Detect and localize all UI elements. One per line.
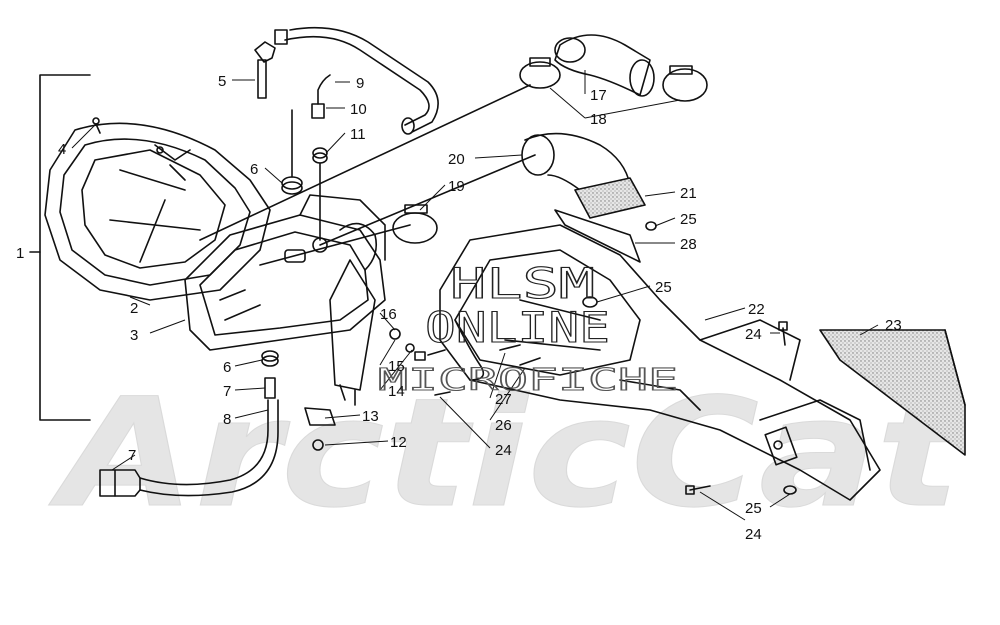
air-silencer-cover bbox=[44, 122, 271, 301]
callout-24b: 24 bbox=[745, 526, 762, 543]
callout-18: 18 bbox=[590, 111, 607, 128]
callout-7b: 7 bbox=[128, 447, 136, 464]
callout-28: 28 bbox=[680, 236, 697, 253]
bolt-14 bbox=[427, 349, 446, 356]
clamp-18a bbox=[519, 57, 561, 89]
washer-25b bbox=[645, 221, 657, 231]
callout-26: 26 bbox=[495, 417, 512, 434]
callout-leaders bbox=[71, 70, 879, 521]
bracket-1 bbox=[39, 74, 91, 421]
cable-16 bbox=[454, 319, 485, 381]
clip-27 bbox=[499, 344, 521, 351]
callout-4: 4 bbox=[58, 141, 66, 158]
nut-12 bbox=[312, 439, 324, 451]
callout-1: 1 bbox=[16, 245, 24, 262]
callout-3: 3 bbox=[130, 327, 138, 344]
callout-9: 9 bbox=[356, 75, 364, 92]
clamp-19 bbox=[392, 204, 438, 244]
callout-14: 14 bbox=[388, 383, 405, 400]
watermark-brand: ArcticCat bbox=[48, 367, 966, 541]
foam-seal-21 bbox=[574, 177, 646, 219]
callout-15: 15 bbox=[388, 358, 405, 375]
callout-17: 17 bbox=[590, 87, 607, 104]
watermark-line3: MICROFICHE bbox=[378, 363, 678, 398]
callout-11: 11 bbox=[350, 126, 366, 143]
watermark-line1: HLSM bbox=[450, 259, 595, 308]
callout-7a: 7 bbox=[223, 383, 231, 400]
callout-25c: 25 bbox=[655, 279, 672, 296]
callout-21: 21 bbox=[680, 185, 697, 202]
callout-24c: 24 bbox=[495, 442, 512, 459]
callout-20: 20 bbox=[448, 151, 465, 168]
intake-boot-17 bbox=[554, 34, 655, 97]
washer-14 bbox=[405, 343, 415, 353]
grommet-11 bbox=[312, 147, 328, 241]
callout-16: 16 bbox=[380, 306, 397, 323]
bolt-24a bbox=[782, 327, 786, 346]
callout-6b: 6 bbox=[223, 359, 231, 376]
callout-23: 23 bbox=[885, 317, 902, 334]
callout-22: 22 bbox=[748, 301, 765, 318]
vent-hose-9 bbox=[274, 26, 439, 135]
foam-filter-23 bbox=[819, 329, 966, 456]
air-silencer-base bbox=[184, 194, 386, 406]
callout-25a: 25 bbox=[745, 500, 762, 517]
callout-6a: 6 bbox=[250, 161, 258, 178]
gasket-28 bbox=[554, 209, 641, 263]
fitting-10 bbox=[311, 74, 331, 119]
clamp-18b bbox=[662, 65, 708, 102]
watermark-text: HLSM ONLINE MICROFICHE bbox=[377, 258, 678, 398]
callout-25b: 25 bbox=[680, 211, 697, 228]
watermark-logo: ArcticCat bbox=[48, 367, 967, 542]
callout-12: 12 bbox=[390, 434, 407, 451]
bracket-13 bbox=[304, 407, 336, 426]
nut-15 bbox=[389, 328, 401, 340]
fitting-7b bbox=[99, 469, 141, 497]
callout-labels: 1 2 3 4 5 6 6 7 7 8 9 10 11 12 13 14 15 … bbox=[16, 73, 902, 543]
callout-19: 19 bbox=[448, 178, 465, 195]
callout-8: 8 bbox=[223, 411, 231, 428]
watermark-line2: ONLINE bbox=[425, 303, 610, 352]
drain-tube-8 bbox=[139, 399, 269, 486]
screw-26 bbox=[519, 357, 541, 366]
callout-10: 10 bbox=[350, 101, 367, 118]
callout-13: 13 bbox=[362, 408, 379, 425]
parts-drawing bbox=[29, 26, 966, 501]
elbow-fitting-5 bbox=[254, 41, 276, 99]
bolt-24c bbox=[434, 391, 451, 396]
callout-24a: 24 bbox=[745, 326, 762, 343]
callout-2: 2 bbox=[130, 300, 138, 317]
grommet-6b bbox=[261, 350, 279, 362]
callout-27: 27 bbox=[495, 391, 512, 408]
callout-5: 5 bbox=[218, 73, 226, 90]
